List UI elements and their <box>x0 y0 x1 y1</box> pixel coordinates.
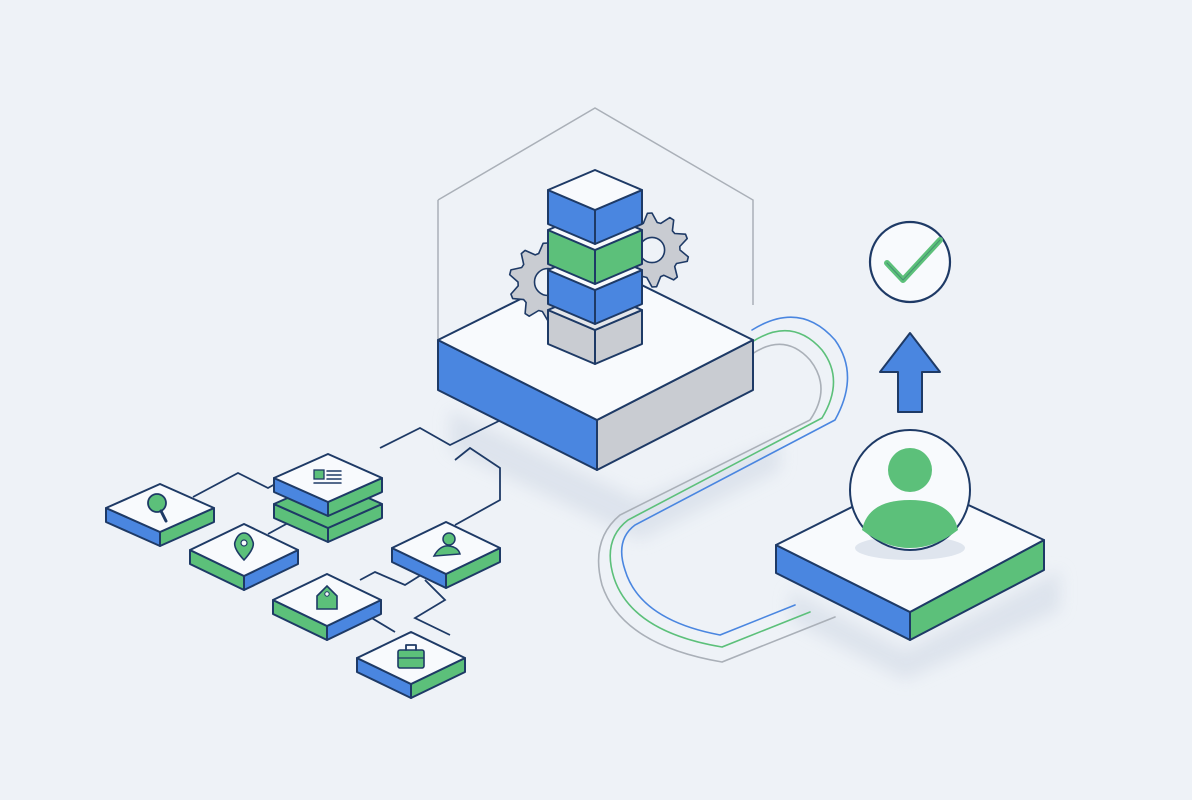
source-tile-5 <box>391 521 501 589</box>
flow-lines <box>597 316 849 663</box>
map-pin-icon <box>233 532 255 562</box>
flow-line-green <box>609 330 835 648</box>
flow-line-grey <box>597 343 836 663</box>
search-icon <box>147 493 168 523</box>
user-avatar-icon <box>849 429 971 560</box>
document-icon <box>313 469 342 484</box>
data-stack <box>547 169 643 365</box>
person-icon <box>432 532 461 557</box>
wireframe-cube <box>437 107 754 340</box>
source-tile-3 <box>272 573 382 641</box>
price-tag-icon <box>316 584 338 610</box>
arrow-up-icon <box>879 332 941 413</box>
briefcase-icon <box>397 644 425 669</box>
source-tile-4 <box>356 631 466 699</box>
source-tile-6 <box>273 453 383 517</box>
source-tiles <box>105 453 501 699</box>
stack-layer-1 <box>547 169 643 245</box>
checkmark-icon <box>868 220 952 304</box>
flow-line-blue <box>620 316 849 636</box>
source-tile-2 <box>189 523 299 591</box>
source-tile-1 <box>105 483 215 547</box>
